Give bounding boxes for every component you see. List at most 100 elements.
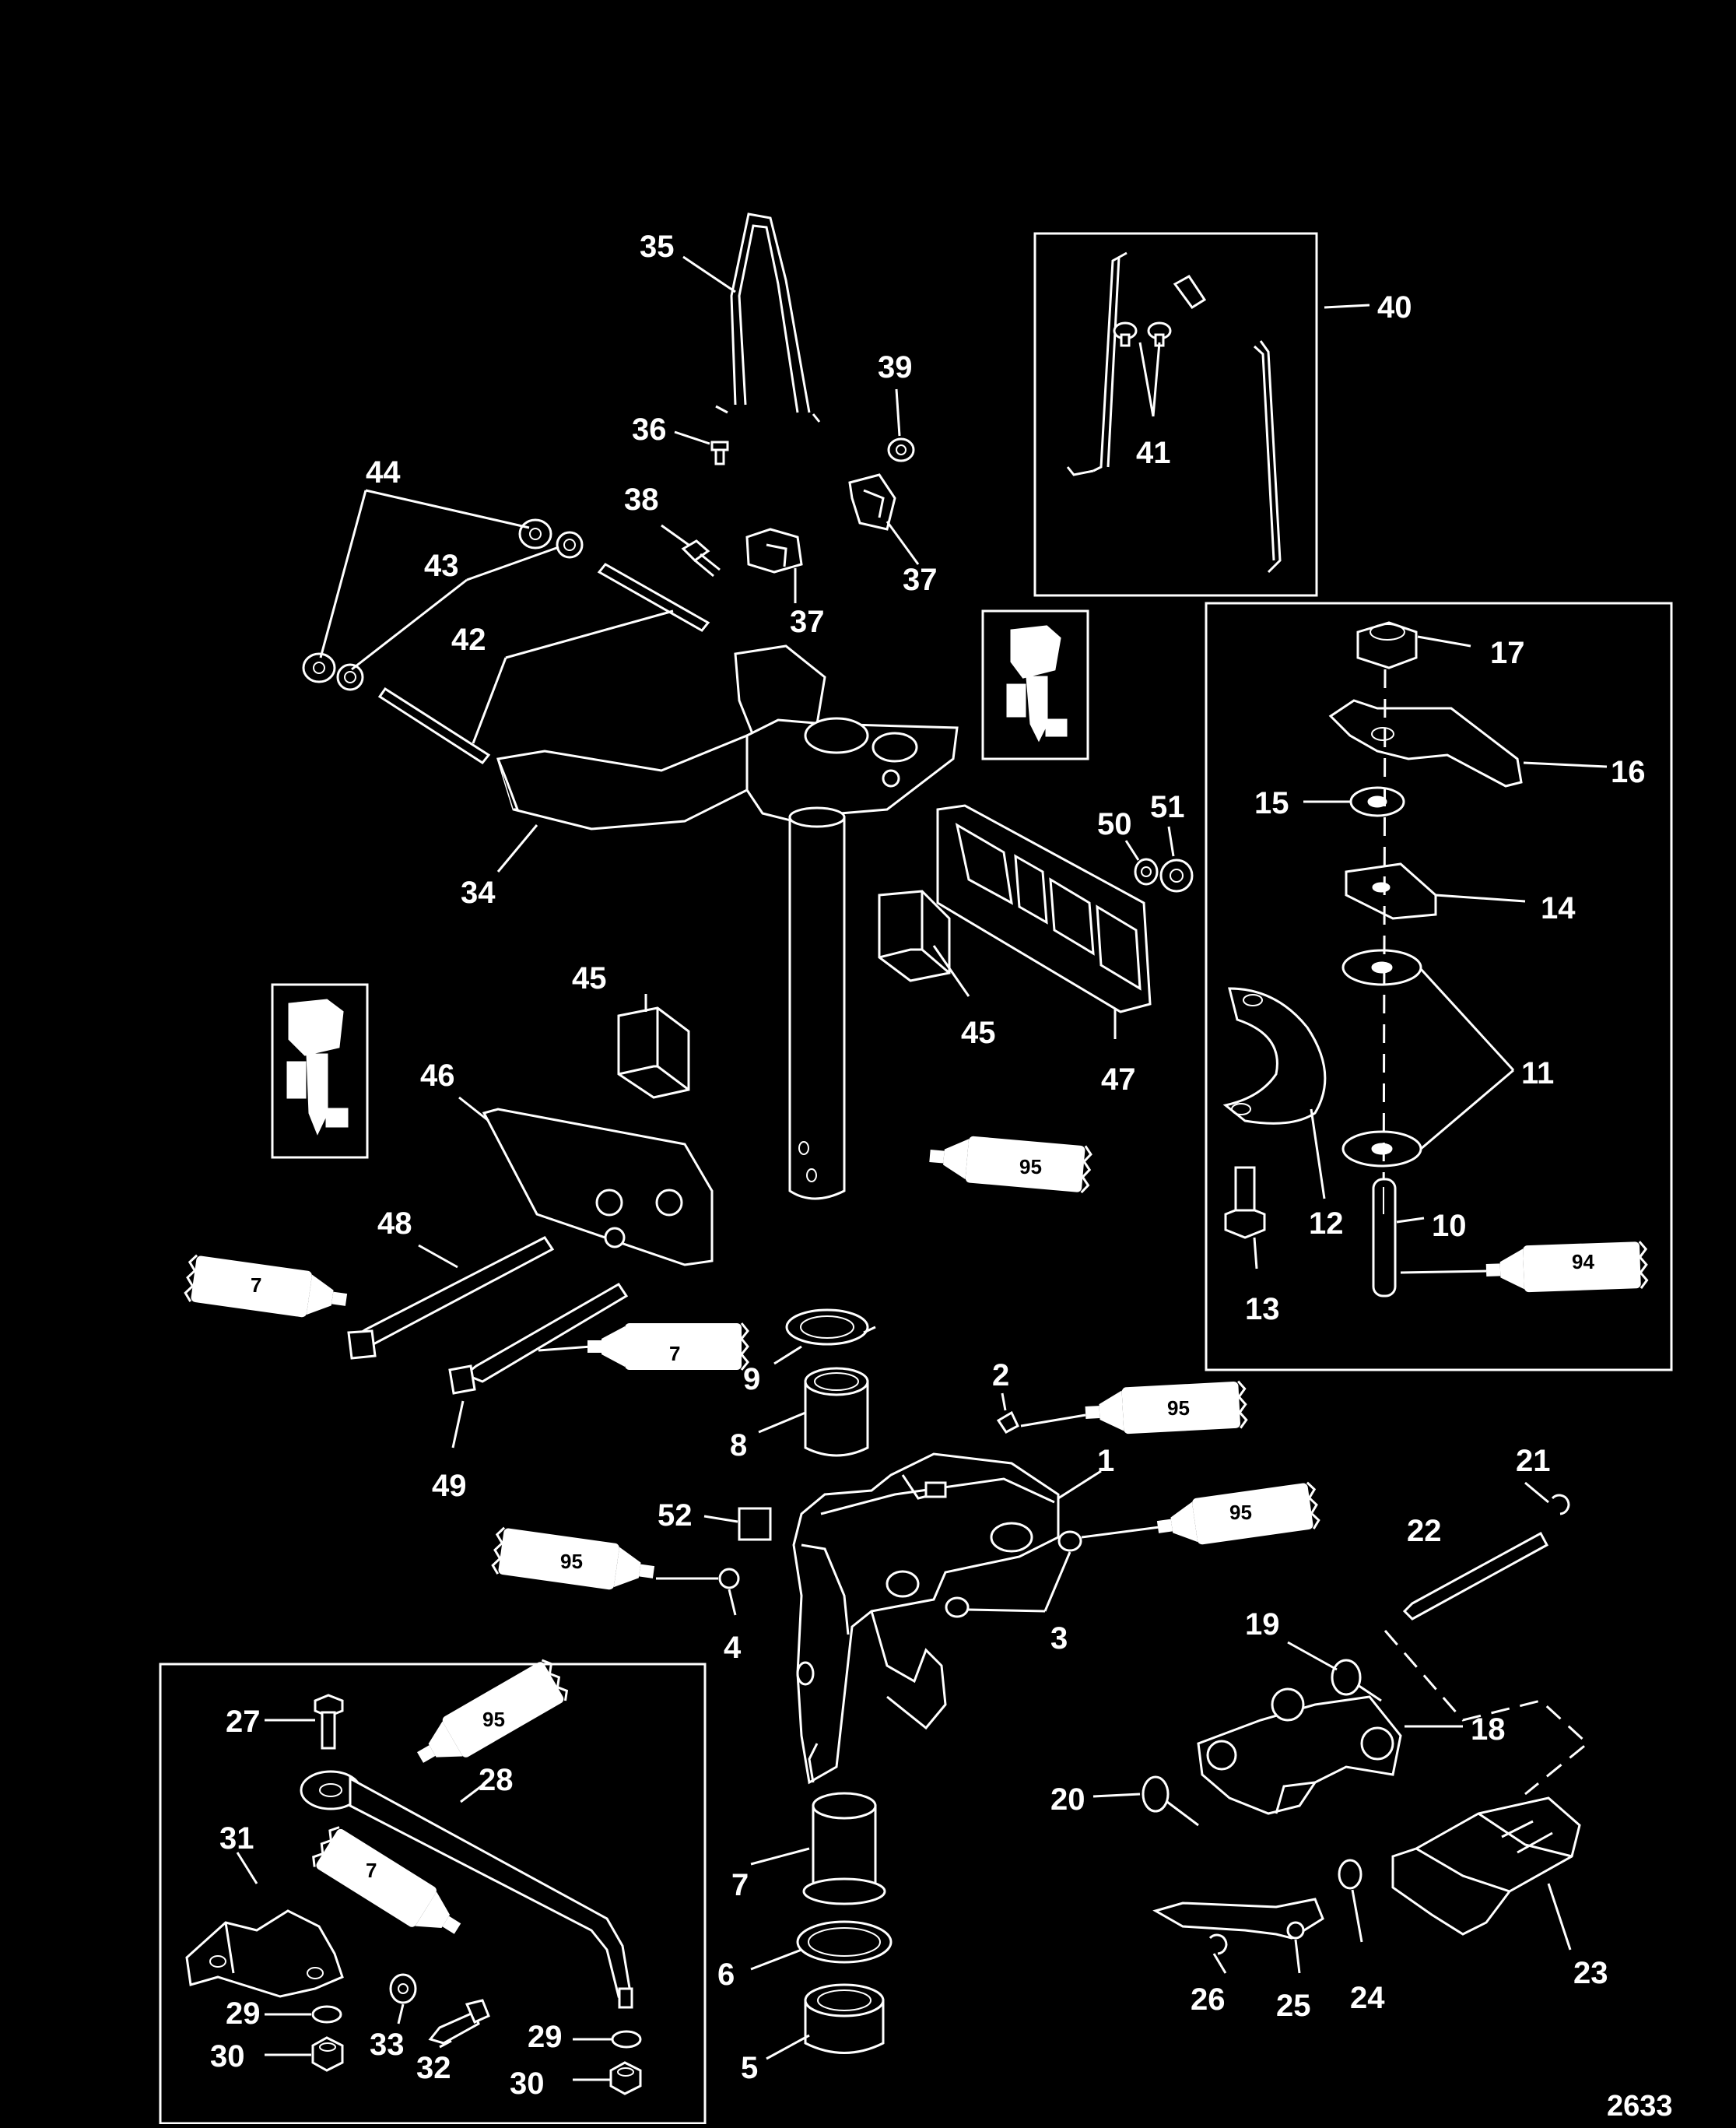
callout-23: 23: [1573, 1956, 1608, 1990]
part-steering-tube: [788, 806, 846, 1200]
part-11-washer-lower: [1341, 1130, 1422, 1168]
callout-46: 46: [420, 1059, 455, 1093]
grease-tube-icon: [586, 1322, 749, 1371]
tube-label-94-pin: 94: [1572, 1250, 1594, 1273]
part-20-spring: [1142, 1775, 1199, 1827]
part-13-bolt: [1224, 1166, 1266, 1239]
lube-tube-95-bushing3: 95: [1153, 1480, 1321, 1552]
part-42-stud-upper: [597, 563, 710, 632]
lube-tube-94-pin: 94: [1484, 1240, 1649, 1295]
tube-label-7-bolt48: 7: [251, 1273, 261, 1297]
part-47-clamp-bracket: [936, 804, 1152, 1013]
callout-35: 35: [640, 230, 675, 264]
grease-tube-icon: [1484, 1240, 1649, 1295]
part-5-thrust-ring: [804, 1983, 885, 2054]
outboard-thumbnail-a: [981, 609, 1089, 760]
part-36-rivet: [710, 441, 729, 465]
callout-15: 15: [1254, 786, 1289, 820]
tube-label-95-screw2: 95: [1167, 1396, 1190, 1420]
part-30-nut-right: [609, 2061, 642, 2095]
part-33-washer: [389, 1973, 417, 2004]
outboard-motor-icon: [286, 999, 349, 1136]
callout-2: 2: [992, 1358, 1009, 1392]
callout-43: 43: [424, 549, 459, 583]
part-44-nut-right: [518, 518, 552, 550]
part-19-spring: [1331, 1659, 1382, 1702]
part-42-stud-lower: [377, 687, 491, 764]
leader-lines: [236, 255, 1608, 2081]
callout-21: 21: [1516, 1444, 1551, 1478]
tube-label-95-bushing3: 95: [1229, 1501, 1252, 1524]
lube-tube-7-bolt49: 7: [586, 1322, 749, 1371]
callout-9: 9: [743, 1362, 760, 1396]
part-38-bolt: [681, 539, 721, 578]
callout-11: 11: [1521, 1056, 1554, 1090]
part-37-clip-lower: [745, 528, 803, 574]
callout-5: 5: [741, 2051, 758, 2085]
callout-29-left: 29: [226, 1996, 261, 2031]
callout-4: 4: [724, 1631, 742, 1665]
part-15-washer: [1349, 786, 1405, 817]
callout-31: 31: [219, 1821, 254, 1856]
part-21-retaining-ring: [1551, 1494, 1570, 1515]
part-32-bolt: [428, 1999, 490, 2045]
part-18-lock-lever: [1197, 1687, 1402, 1815]
part-23-latch-housing: [1391, 1796, 1581, 1936]
part-28-steering-link: [300, 1770, 633, 2009]
callout-10: 10: [1432, 1209, 1467, 1243]
part-31-bracket: [185, 1909, 344, 1998]
callout-36: 36: [632, 413, 667, 447]
part-1-swivel-housing: [792, 1452, 1060, 1785]
part-22-pin: [1402, 1531, 1549, 1621]
callout-27: 27: [226, 1705, 261, 1739]
part-8-bushing: [804, 1367, 869, 1457]
callout-30-right: 30: [510, 2067, 545, 2101]
tube-label-95-screw4: 95: [560, 1550, 583, 1573]
part-9-thrust-washer: [785, 1308, 876, 1346]
tube-label-7-bolt32: 7: [366, 1859, 377, 1882]
part-51-nut: [1159, 859, 1194, 893]
callout-17: 17: [1490, 636, 1525, 670]
part-29-washer-right: [611, 2030, 642, 2049]
callout-18: 18: [1471, 1712, 1506, 1747]
part-40-link-rod-left: [1066, 251, 1128, 476]
part-30-nut-left: [311, 2036, 344, 2072]
outboard-thumbnail-b: [271, 983, 369, 1159]
part-43-washer-right: [556, 531, 584, 559]
callout-45-right: 45: [961, 1016, 996, 1050]
part-10-pin: [1372, 1178, 1397, 1298]
part-40-link-rod-right: [1253, 340, 1282, 574]
part-2-screw: [996, 1410, 1019, 1434]
part-3-bushing-upper: [1057, 1530, 1082, 1552]
callout-14: 14: [1541, 891, 1576, 925]
callout-37-lower: 37: [790, 605, 825, 639]
part-29-washer-left: [311, 2005, 342, 2024]
callout-13: 13: [1245, 1292, 1280, 1326]
lube-tube-7-bolt48: 7: [183, 1253, 351, 1325]
part-27-bolt: [314, 1694, 344, 1750]
part-37-clip-upper: [848, 473, 896, 531]
callout-48: 48: [377, 1206, 412, 1241]
callout-45-left: 45: [572, 961, 607, 996]
lube-tube-95-steering: 95: [926, 1131, 1093, 1195]
part-46-clamp-bracket: [482, 1108, 714, 1266]
callout-28: 28: [479, 1763, 514, 1797]
part-11-washer-upper: [1341, 949, 1422, 986]
callout-40: 40: [1377, 290, 1412, 325]
part-34-swivel-bracket: [496, 644, 959, 830]
callout-3: 3: [1050, 1621, 1068, 1656]
callout-32: 32: [416, 2051, 451, 2085]
outboard-motor-icon: [1006, 625, 1068, 743]
callout-6: 6: [717, 1958, 735, 1992]
callout-29-right: 29: [528, 2020, 563, 2054]
part-16-lever: [1328, 699, 1523, 788]
part-35-wire-clip: [715, 212, 821, 423]
callout-39: 39: [878, 350, 913, 385]
callout-38: 38: [624, 483, 659, 517]
callout-16: 16: [1611, 755, 1646, 789]
callout-12: 12: [1309, 1206, 1344, 1241]
callout-44: 44: [366, 455, 401, 490]
callout-51: 51: [1150, 790, 1185, 824]
part-24-spring: [1338, 1859, 1362, 1890]
